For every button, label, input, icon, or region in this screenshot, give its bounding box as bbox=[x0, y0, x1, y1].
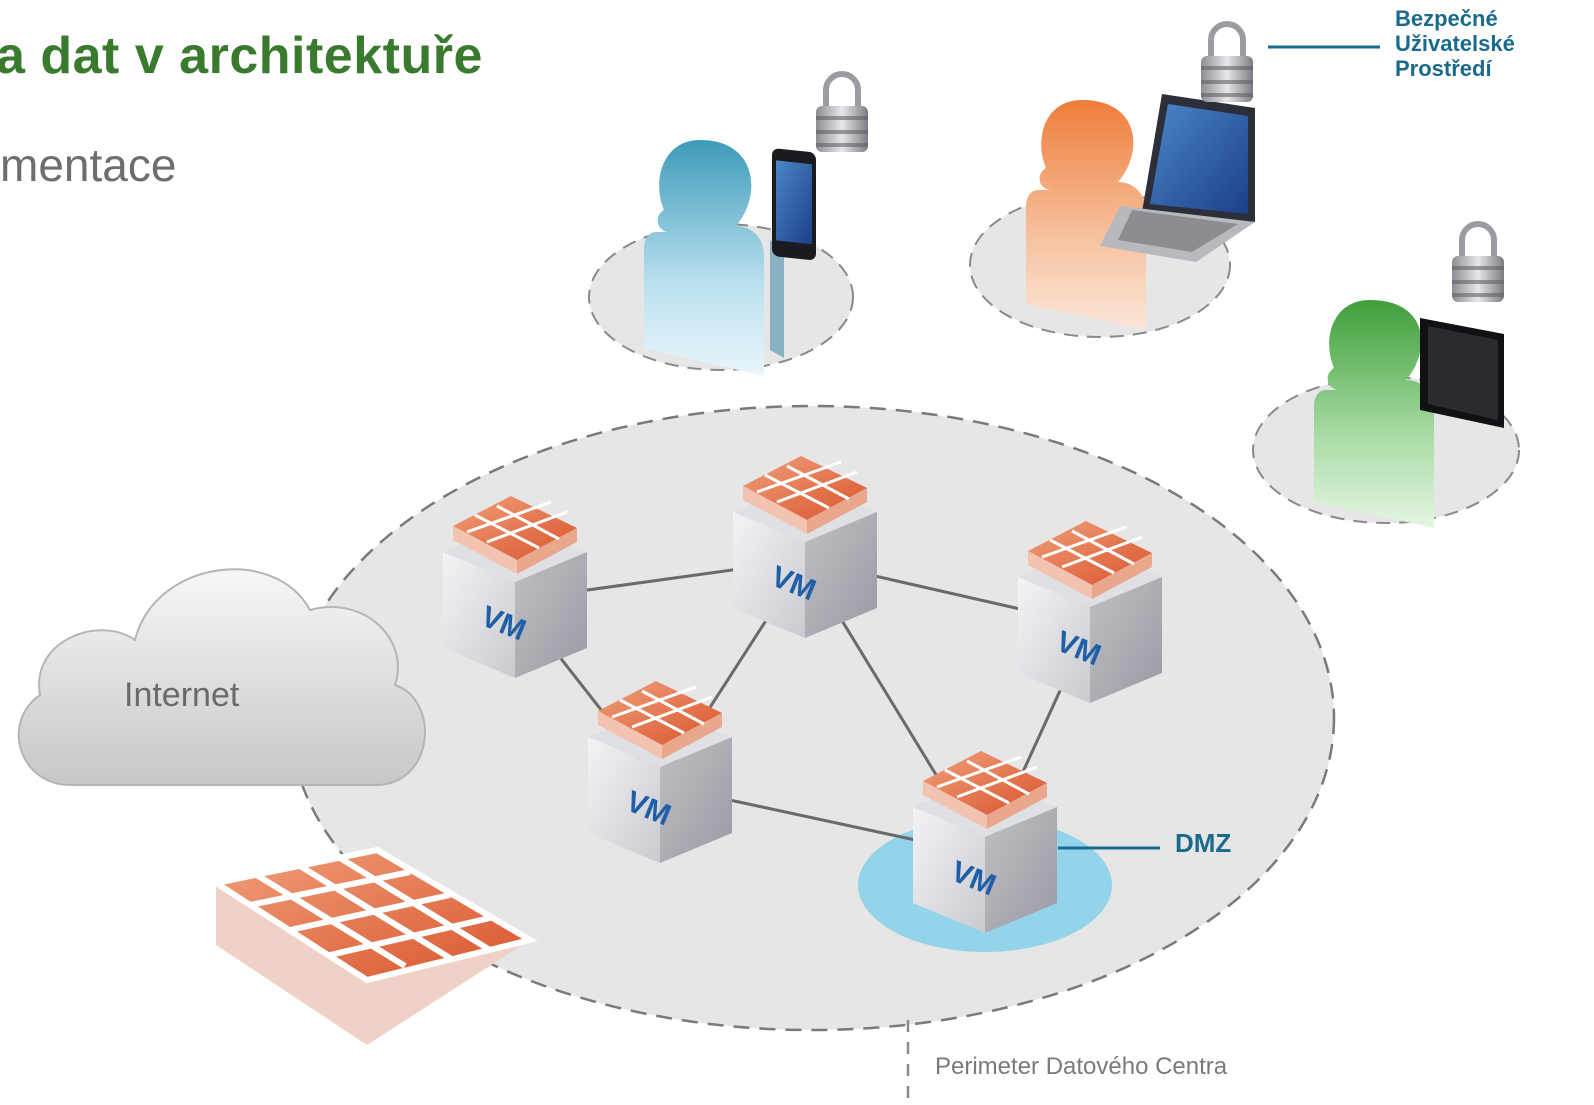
vm-icon: VM bbox=[588, 681, 732, 863]
firewall-icon bbox=[214, 846, 538, 1045]
page-title: a dat v architektuře bbox=[0, 27, 483, 85]
tablet-icon bbox=[1420, 318, 1504, 428]
internet-label: Internet bbox=[124, 676, 240, 714]
user-green-icon bbox=[1314, 300, 1434, 528]
cloud-icon bbox=[17, 568, 426, 786]
dmz-label: DMZ bbox=[1175, 828, 1232, 858]
secure-label-line-3: Prostředí bbox=[1395, 56, 1492, 81]
vm-icon: VM bbox=[913, 751, 1057, 933]
secure-label-line-1: Bezpečné bbox=[1395, 6, 1498, 31]
user-orange-icon bbox=[1026, 100, 1146, 330]
padlock-icon bbox=[816, 74, 868, 152]
smartphone-icon bbox=[772, 148, 816, 260]
padlock-icon bbox=[1201, 24, 1253, 102]
vm-icon: VM bbox=[733, 456, 877, 638]
vm-icon: VM bbox=[443, 496, 587, 678]
secure-environment-label: Bezpečné Uživatelské Prostředí bbox=[1395, 6, 1515, 81]
laptop-icon bbox=[1100, 94, 1255, 262]
padlock-icon bbox=[1452, 224, 1504, 302]
secure-label-line-2: Uživatelské bbox=[1395, 31, 1515, 56]
perimeter-label: Perimeter Datového Centra bbox=[935, 1053, 1228, 1080]
user-blue-icon bbox=[644, 140, 784, 376]
vm-icon: VM bbox=[1018, 521, 1162, 703]
page-subtitle: mentace bbox=[0, 139, 177, 191]
